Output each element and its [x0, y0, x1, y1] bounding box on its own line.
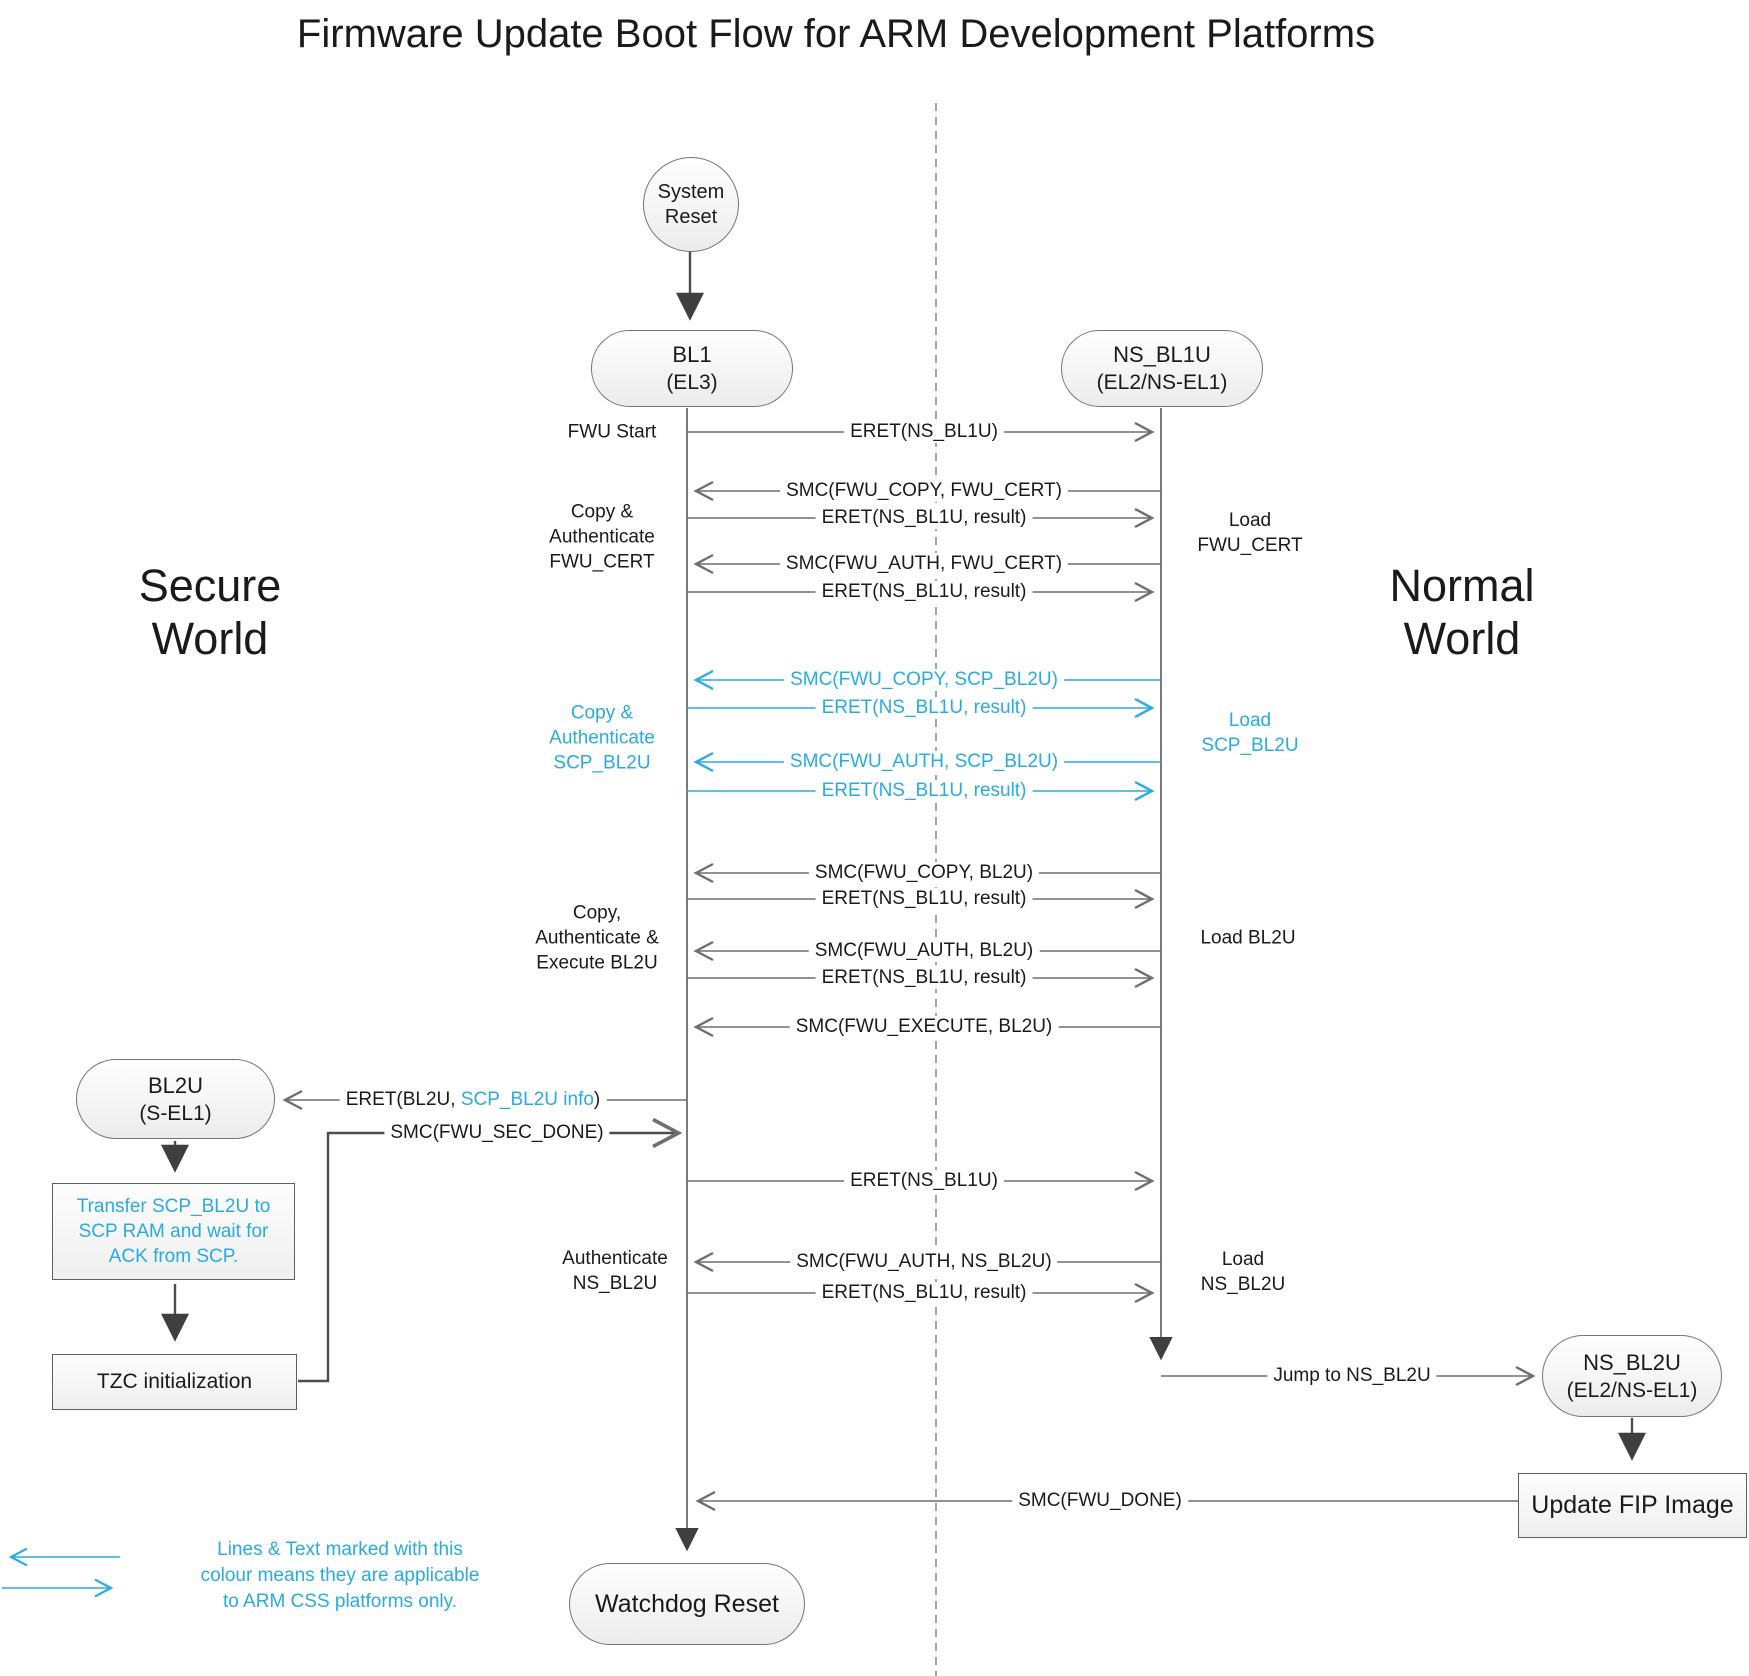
eret-bl2u-label: ERET(BL2U, SCP_BL2U info) [339, 1089, 607, 1111]
legend-text: Lines & Text marked with this colour mea… [200, 1539, 480, 1612]
message-label-css-only: ERET(NS_BL1U, result) [815, 780, 1033, 802]
annotation-copy-auth-scp-bl2u: Copy & Authenticate SCP_BL2U [549, 702, 655, 774]
node-system-reset: System Reset [643, 157, 739, 252]
annotation-authenticate-ns-bl2u: Authenticate NS_BL2U [562, 1248, 668, 1294]
message-label: ERET(NS_BL1U, result) [815, 1282, 1033, 1304]
message-label: ERET(NS_BL1U, result) [815, 507, 1033, 529]
message-label-css-only: ERET(NS_BL1U, result) [815, 697, 1033, 719]
node-watchdog-reset: Watchdog Reset [569, 1563, 805, 1645]
message-label: ERET(NS_BL1U, result) [815, 967, 1033, 989]
message-label: SMC(FWU_EXECUTE, BL2U) [789, 1016, 1059, 1038]
message-label: ERET(NS_BL1U, result) [815, 888, 1033, 910]
node-update-fip-image: Update FIP Image [1518, 1473, 1747, 1538]
annotation-load-fwu-cert: Load FWU_CERT [1197, 510, 1303, 556]
node-tzc-initialization: TZC initialization [52, 1354, 297, 1410]
message-label: ERET(NS_BL1U) [844, 1170, 1004, 1192]
message-label-css-only: SMC(FWU_AUTH, SCP_BL2U) [783, 751, 1065, 773]
message-label: SMC(FWU_AUTH, BL2U) [808, 940, 1040, 962]
normal-world-label: Normal World [1389, 560, 1535, 664]
message-label: ERET(NS_BL1U) [844, 421, 1004, 443]
annotation-load-bl2u: Load BL2U [1200, 927, 1296, 949]
node-bl1: BL1 (EL3) [591, 330, 793, 407]
annotation-load-scp-bl2u: Load SCP_BL2U [1201, 710, 1299, 756]
message-label: ERET(NS_BL1U, result) [815, 581, 1033, 603]
jump-to-ns-bl2u-label: Jump to NS_BL2U [1267, 1365, 1437, 1387]
annotation-copy-auth-exec-bl2u: Copy, Authenticate & Execute BL2U [535, 902, 659, 974]
message-label: SMC(FWU_COPY, BL2U) [808, 862, 1040, 884]
annotation-load-ns-bl2u: Load NS_BL2U [1200, 1249, 1286, 1295]
smc-fwu-done-label: SMC(FWU_DONE) [1012, 1490, 1188, 1512]
message-label-css-only: SMC(FWU_COPY, SCP_BL2U) [784, 669, 1064, 691]
message-label: SMC(FWU_COPY, FWU_CERT) [780, 480, 1068, 502]
node-bl2u: BL2U (S-EL1) [76, 1059, 275, 1139]
node-ns-bl1u: NS_BL1U (EL2/NS-EL1) [1061, 330, 1263, 407]
page-title: Firmware Update Boot Flow for ARM Develo… [296, 12, 1376, 56]
annotation-copy-auth-fwu-cert: Copy & Authenticate FWU_CERT [549, 501, 655, 573]
secure-world-label: Secure World [138, 560, 282, 664]
node-transfer-scp-bl2u: Transfer SCP_BL2U to SCP RAM and wait fo… [52, 1183, 295, 1280]
node-ns-bl2u: NS_BL2U (EL2/NS-EL1) [1542, 1335, 1722, 1417]
message-label: SMC(FWU_AUTH, NS_BL2U) [790, 1251, 1058, 1273]
message-label: SMC(FWU_AUTH, FWU_CERT) [779, 553, 1069, 575]
annotation-fwu-start: FWU Start [567, 421, 657, 443]
smc-sec-done-label: SMC(FWU_SEC_DONE) [384, 1122, 610, 1144]
